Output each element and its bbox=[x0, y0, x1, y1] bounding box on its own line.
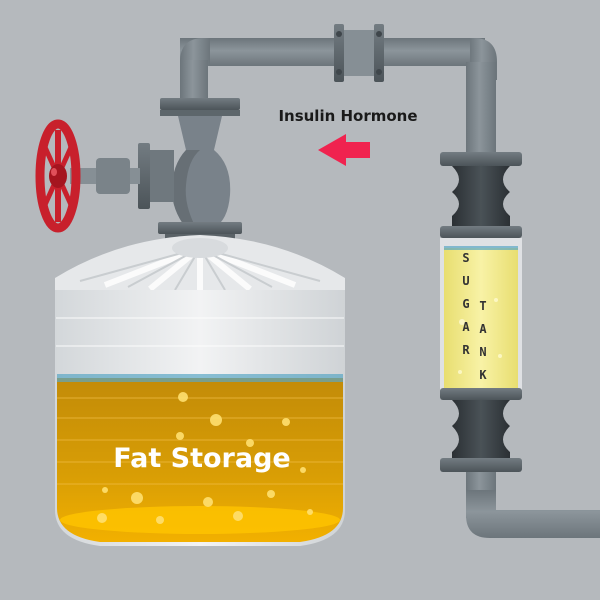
sugar-tank-letter: G bbox=[462, 297, 469, 311]
fat-bubbles bbox=[97, 392, 313, 524]
valve-body bbox=[172, 116, 231, 228]
fat-storage-tank: Fat Storage bbox=[55, 235, 345, 546]
pipe-right-vertical bbox=[466, 62, 496, 157]
sugar-tank-letter: N bbox=[479, 345, 486, 359]
pipe-network bbox=[180, 38, 600, 538]
valve-side-flange bbox=[138, 143, 150, 209]
sugar-tank-letter: K bbox=[479, 368, 487, 382]
sugar-tank-letter: U bbox=[462, 274, 469, 288]
lower-bellows bbox=[452, 400, 510, 458]
valve-bottom-flange bbox=[158, 222, 242, 234]
upper-bellows bbox=[452, 166, 510, 226]
fat-liquid bbox=[57, 378, 343, 542]
pipe-top-horizontal bbox=[180, 38, 485, 66]
sugar-tank-letter: R bbox=[462, 343, 470, 357]
sugar-liquid bbox=[444, 248, 518, 388]
insulin-hormone-label: Insulin Hormone bbox=[278, 107, 417, 125]
sugar-tank-letter: A bbox=[479, 322, 487, 336]
pipe-coupling-top bbox=[334, 24, 384, 82]
fat-storage-label: Fat Storage bbox=[113, 443, 290, 474]
sugar-tank-letter: A bbox=[462, 320, 470, 334]
left-arrow-icon bbox=[318, 134, 370, 166]
sugar-tank-letter: S bbox=[462, 251, 469, 265]
pipe-bottom-elbow bbox=[466, 490, 600, 538]
valve-wheel-icon[interactable] bbox=[35, 119, 81, 233]
valve-assembly bbox=[70, 98, 242, 250]
sugar-tank-letter: T bbox=[479, 299, 486, 313]
valve-top-flange bbox=[160, 98, 240, 110]
